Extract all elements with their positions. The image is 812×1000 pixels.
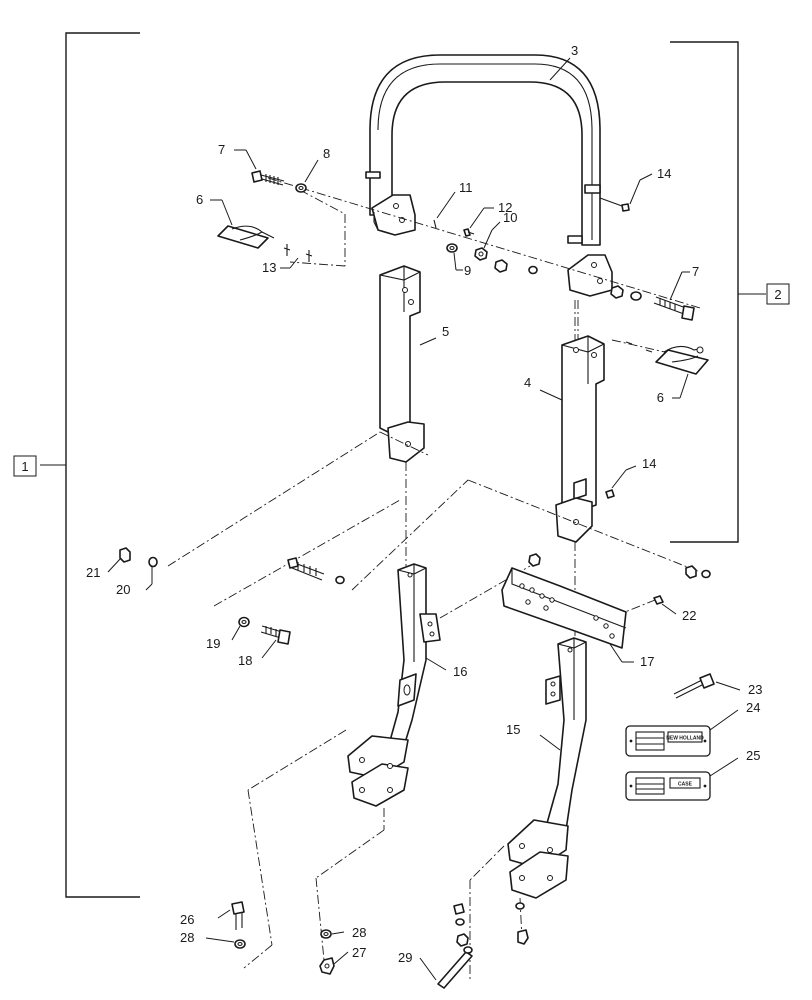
- bolt-7-right: 7: [653, 264, 699, 321]
- callout-3: 3: [571, 43, 578, 58]
- callout-4: 4: [524, 375, 531, 390]
- decal-24-brand: NEW HOLLAND: [666, 736, 704, 742]
- leg-15: 15: [506, 637, 587, 899]
- callout-9: 9: [464, 263, 471, 278]
- callout-21: 21: [86, 565, 100, 580]
- screw-14-upper: 14: [599, 166, 671, 212]
- callout-18: 18: [238, 653, 252, 668]
- pin-tool-23: 23: [673, 673, 762, 699]
- callout-27: 27: [352, 945, 366, 960]
- upright-tube-4: 4: [524, 335, 605, 543]
- bolt-middle: [287, 557, 345, 585]
- decal-25-brand: CASE: [678, 782, 693, 788]
- callout-15: 15: [506, 722, 520, 737]
- assembly-bracket-2: 2: [670, 41, 790, 543]
- callout-26: 26: [180, 912, 194, 927]
- callout-20: 20: [116, 582, 130, 597]
- callout-10: 10: [503, 210, 517, 225]
- lynch-pin-6-right: 6: [625, 341, 709, 405]
- decal-24: NEW HOLLAND 24: [625, 700, 760, 757]
- pin-13: 13: [262, 244, 313, 275]
- pin-29: 29: [398, 946, 473, 989]
- assembly-centerlines-upper: [267, 177, 701, 361]
- screw-14-lower: 14: [605, 456, 656, 499]
- callout-14-upper: 14: [657, 166, 671, 181]
- fasteners-right-foot: [453, 902, 529, 947]
- callout-6-left: 6: [196, 192, 203, 207]
- callout-5: 5: [442, 324, 449, 339]
- callout-12: 12: [498, 200, 512, 215]
- callout-28-left: 28: [180, 930, 194, 945]
- callout-17: 17: [640, 654, 654, 669]
- upright-tube-5: 5: [379, 265, 449, 463]
- nut-21: 21: [86, 547, 131, 580]
- lynch-pin-6-left: 6: [196, 192, 275, 249]
- callout-7-left: 7: [218, 142, 225, 157]
- callout-25: 25: [746, 748, 760, 763]
- washer-8: 8: [295, 146, 330, 193]
- washer-20: 20: [116, 556, 158, 597]
- callout-13: 13: [262, 260, 276, 275]
- washer-28-left: 28: [180, 930, 246, 949]
- cross-plate-17: 17: [501, 553, 654, 669]
- nut-10: 10: [474, 210, 517, 261]
- bolt-26: 26: [180, 901, 245, 930]
- callout-box-2: [766, 283, 790, 305]
- screw-12: 12: [463, 200, 512, 237]
- hardware-upper-right: [494, 259, 642, 301]
- callout-23: 23: [748, 682, 762, 697]
- washer-9: 9: [446, 243, 471, 278]
- leg-16: 16: [347, 563, 467, 807]
- callout-11: 11: [459, 180, 473, 195]
- decal-25: CASE 25: [625, 748, 760, 801]
- nut-cross-right: [685, 565, 711, 579]
- pin-11: 11: [433, 180, 473, 229]
- callout-7-right: 7: [692, 264, 699, 279]
- nut-27: 27: [319, 945, 366, 975]
- callout-1: 1: [21, 459, 28, 474]
- washer-28-right: 28: [320, 925, 366, 940]
- callout-22: 22: [682, 608, 696, 623]
- callout-19: 19: [206, 636, 220, 651]
- washer-19: 19: [206, 616, 250, 651]
- callout-8: 8: [323, 146, 330, 161]
- callout-24: 24: [746, 700, 760, 715]
- callout-29: 29: [398, 950, 412, 965]
- callout-16: 16: [453, 664, 467, 679]
- roll-bar-upper: 3: [365, 43, 613, 297]
- callout-box-1: [13, 455, 37, 477]
- callout-2: 2: [774, 287, 781, 302]
- bolt-18: 18: [238, 625, 291, 668]
- callout-28-right: 28: [352, 925, 366, 940]
- bolt-7-left: 7: [218, 142, 285, 186]
- screw-22: 22: [653, 595, 696, 623]
- callout-14-lower: 14: [642, 456, 656, 471]
- callout-6-right: 6: [657, 390, 664, 405]
- assembly-centerlines-middle: [167, 300, 701, 640]
- assembly-bracket-1: 1: [13, 32, 140, 898]
